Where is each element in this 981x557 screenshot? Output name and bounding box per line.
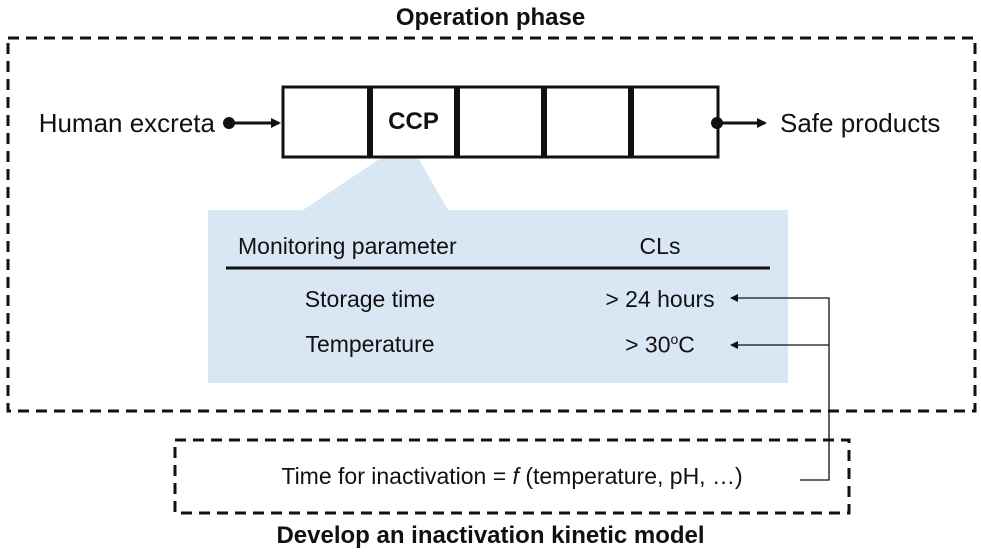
ccp-callout-shape bbox=[208, 140, 788, 383]
table-header-parameter: Monitoring parameter bbox=[238, 233, 457, 259]
input-label: Human excreta bbox=[38, 108, 215, 138]
temperature-limit-value: > 30 bbox=[625, 331, 671, 358]
degree-superscript: o bbox=[670, 331, 679, 347]
table-header-limit: CLs bbox=[639, 233, 681, 259]
operation-phase-title: Operation phase bbox=[395, 4, 586, 31]
feedback-connectors bbox=[730, 294, 830, 481]
inactivation-formula: Time for inactivation = f (temperature, … bbox=[175, 463, 849, 490]
model-box bbox=[173, 438, 851, 515]
input-arrow bbox=[223, 117, 281, 129]
table-row-parameter: Storage time bbox=[304, 286, 436, 312]
process-chain bbox=[281, 85, 720, 159]
formula-suffix: (temperature, pH, …) bbox=[518, 463, 743, 489]
formula-prefix: Time for inactivation = bbox=[281, 463, 513, 489]
output-label: Safe products bbox=[780, 108, 941, 138]
temperature-unit: C bbox=[678, 331, 695, 358]
table-row-limit: > 30oC bbox=[560, 331, 760, 359]
model-title: Develop an inactivation kinetic model bbox=[276, 522, 705, 549]
table-row-parameter: Temperature bbox=[305, 331, 435, 357]
formula-function: f bbox=[512, 463, 519, 489]
table-row-limit: > 24 hours bbox=[605, 286, 715, 312]
ccp-step-label: CCP bbox=[388, 108, 439, 135]
operation-phase-boundary bbox=[6, 36, 977, 413]
output-arrow bbox=[711, 117, 767, 129]
